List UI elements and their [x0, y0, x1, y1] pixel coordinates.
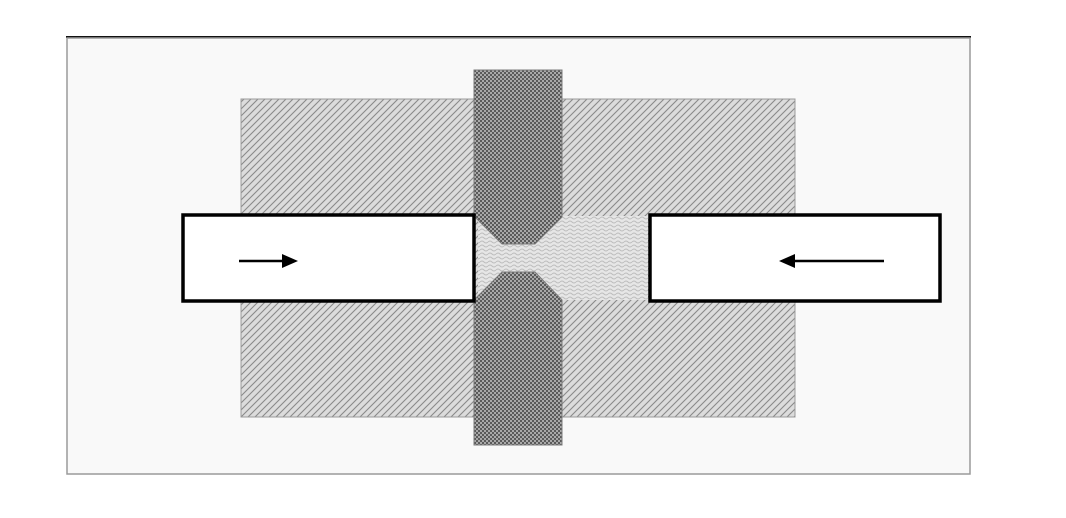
punch-right [648, 213, 942, 303]
punch-left [181, 213, 476, 303]
anvil-top [473, 69, 563, 245]
arrow-left-icon [779, 254, 884, 268]
arrow-right-icon [239, 254, 298, 268]
anvil-bottom [473, 271, 563, 446]
